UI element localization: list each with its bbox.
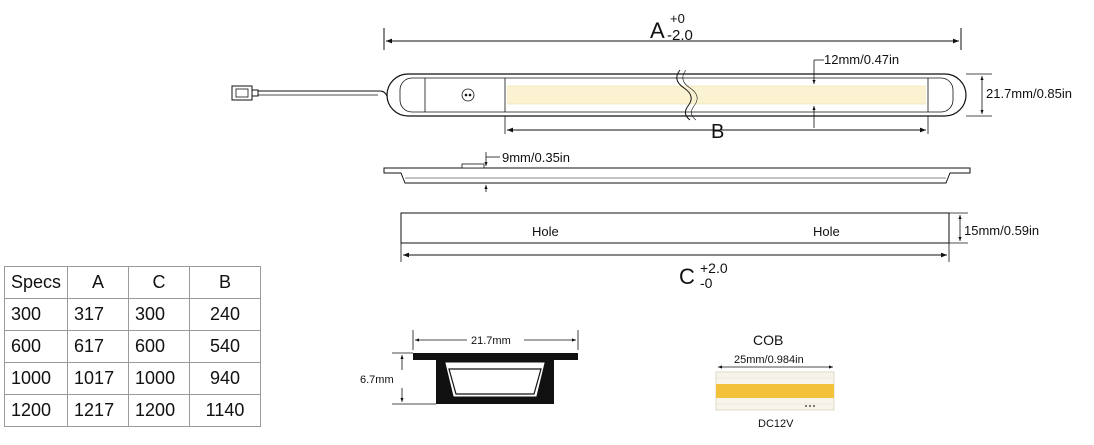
hole-left-label: Hole	[532, 224, 559, 239]
mount-height-label: 15mm/0.59in	[964, 223, 1039, 238]
table-cell: 1017	[67, 362, 130, 395]
profile-height-label: 6.7mm	[360, 374, 394, 386]
dim-c-tol-upper: +2.0	[700, 260, 728, 276]
specs-table: Specs A C B 300 317 300 240 600 617 600 …	[3, 266, 262, 427]
table-cell: 1200	[128, 394, 191, 427]
sensor-icon	[461, 88, 475, 102]
table-cell: 940	[189, 362, 262, 395]
connector-plug-icon	[231, 85, 259, 101]
height-21-7mm-label: 21.7mm/0.85in	[986, 86, 1072, 101]
table-row: 1000 1017 1000 940	[3, 362, 262, 395]
dim-c-label: C	[679, 264, 695, 289]
table-row: 1200 1217 1200 1140	[3, 394, 262, 427]
specs-header-cell: A	[67, 266, 130, 299]
table-cell: 1000	[128, 362, 191, 395]
table-cell: 600	[128, 330, 191, 363]
table-cell: 1217	[67, 394, 130, 427]
table-row: 600 617 600 540	[3, 330, 262, 363]
table-cell: 240	[189, 298, 262, 331]
table-cell: 317	[67, 298, 130, 331]
side-view: 9mm/0.35in	[383, 150, 971, 192]
cob-title: COB	[753, 332, 783, 348]
profile-cross-section: 21.7mm 6.7mm	[360, 330, 579, 405]
hole-right-label: Hole	[813, 224, 840, 239]
cob-strip-diagram: COB 25mm/0.984in DC12V	[715, 332, 835, 430]
table-cell: 600	[3, 330, 69, 363]
cob-width-label: 25mm/0.984in	[734, 354, 804, 366]
specs-header-cell: C	[128, 266, 191, 299]
table-cell: 300	[128, 298, 191, 331]
dim-b-label: B	[711, 121, 724, 143]
thickness-9mm-label: 9mm/0.35in	[502, 150, 570, 165]
specs-header-cell: B	[189, 266, 262, 299]
table-cell: 1140	[189, 394, 262, 427]
cob-voltage: DC12V	[758, 418, 794, 430]
dim-a-tol-lower: -2.0	[667, 27, 693, 44]
profile-width-label: 21.7mm	[471, 335, 511, 347]
table-cell: 300	[3, 298, 69, 331]
table-cell: 617	[67, 330, 130, 363]
mount-view: Hole Hole 15mm/0.59in C +2.0 -0	[400, 212, 1039, 291]
table-row: 300 317 300 240	[3, 298, 262, 331]
led-strip-top	[507, 86, 926, 104]
table-cell: 540	[189, 330, 262, 363]
specs-header-row: Specs A C B	[3, 266, 262, 299]
width-12mm-label: 12mm/0.47in	[824, 52, 899, 67]
bar-body-side	[383, 167, 971, 184]
dim-a-label: A	[650, 18, 665, 43]
dim-c-tol-lower: -0	[700, 275, 713, 291]
mount-plate	[400, 212, 950, 244]
table-cell: 1000	[3, 362, 69, 395]
specs-header-cell: Specs	[3, 266, 69, 299]
cob-led-band	[716, 384, 834, 398]
top-view: A +0 -2.0 12mm/0.4	[231, 11, 1072, 143]
dim-a-tol-upper: +0	[670, 11, 685, 26]
table-cell: 1200	[3, 394, 69, 427]
